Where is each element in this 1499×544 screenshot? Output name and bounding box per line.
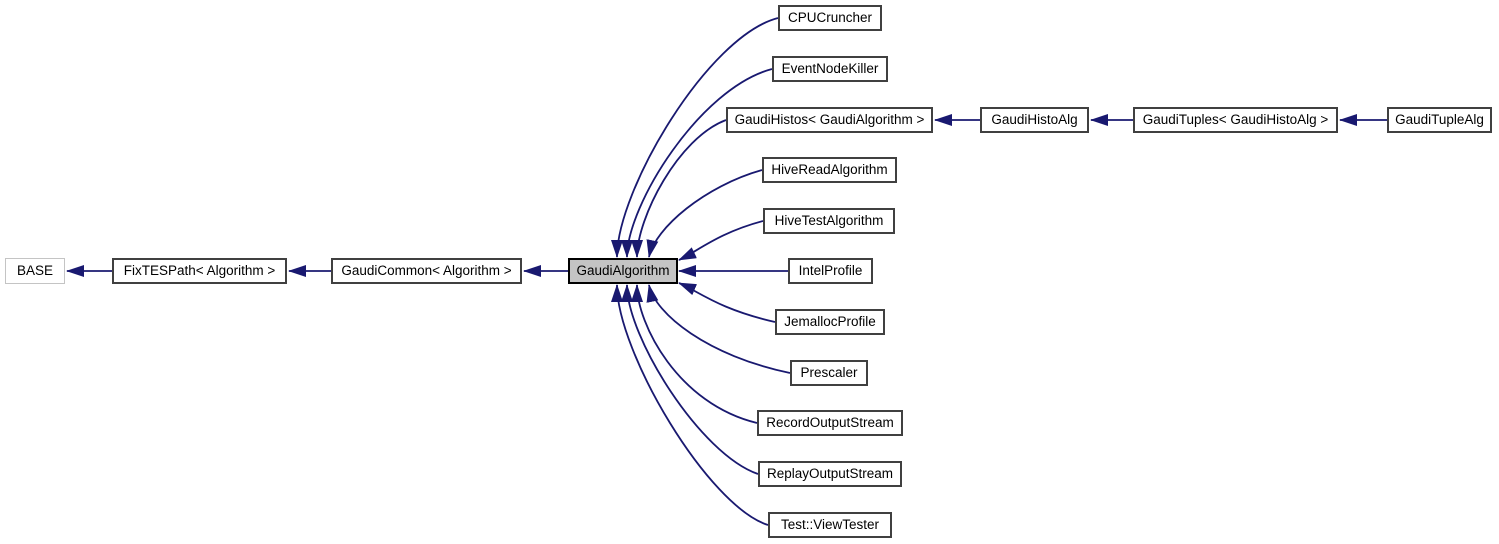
class-node-CPUCruncher[interactable]: CPUCruncher [778,5,882,31]
inheritance-edge-TestViewTester-to-GaudiAlgorithm [611,284,769,526]
class-node-GaudiTuples[interactable]: GaudiTuples< GaudiHistoAlg > [1133,107,1338,133]
class-node-GaudiHistos[interactable]: GaudiHistos< GaudiAlgorithm > [726,107,933,133]
class-node-GaudiHistoAlg[interactable]: GaudiHistoAlg [980,107,1089,133]
inheritance-edge-CPUCruncher-to-GaudiAlgorithm [611,17,779,258]
class-node-IntelProfile[interactable]: IntelProfile [788,258,873,284]
class-node-HiveTestAlgorithm[interactable]: HiveTestAlgorithm [763,208,895,234]
inheritance-edge-HiveTestAlgorithm-to-GaudiAlgorithm [678,220,764,261]
class-node-FixTESPath[interactable]: FixTESPath< Algorithm > [112,258,287,284]
class-node-BASE: BASE [5,258,65,284]
inheritance-edge-Prescaler-to-GaudiAlgorithm [646,284,791,374]
class-node-RecordOutputStream[interactable]: RecordOutputStream [757,410,903,436]
class-node-JemallocProfile[interactable]: JemallocProfile [775,309,885,335]
class-node-GaudiTupleAlg[interactable]: GaudiTupleAlg [1387,107,1492,133]
class-node-TestViewTester[interactable]: Test::ViewTester [768,512,892,538]
inheritance-edge-RecordOutputStream-to-GaudiAlgorithm [631,284,758,424]
inheritance-edge-EventNodeKiller-to-GaudiAlgorithm [621,68,773,258]
inheritance-edge-JemallocProfile-to-GaudiAlgorithm [678,282,776,323]
class-node-Prescaler[interactable]: Prescaler [790,360,868,386]
class-node-ReplayOutputStream[interactable]: ReplayOutputStream [758,461,902,487]
inheritance-edge-ReplayOutputStream-to-GaudiAlgorithm [621,284,759,475]
class-node-GaudiAlgorithm: GaudiAlgorithm [568,258,678,284]
class-node-EventNodeKiller[interactable]: EventNodeKiller [772,56,888,82]
inheritance-edge-HiveReadAlgorithm-to-GaudiAlgorithm [646,169,763,258]
class-node-GaudiCommon[interactable]: GaudiCommon< Algorithm > [331,258,522,284]
class-node-HiveReadAlgorithm[interactable]: HiveReadAlgorithm [762,157,897,183]
inheritance-edge-GaudiHistos-to-GaudiAlgorithm [631,119,727,258]
